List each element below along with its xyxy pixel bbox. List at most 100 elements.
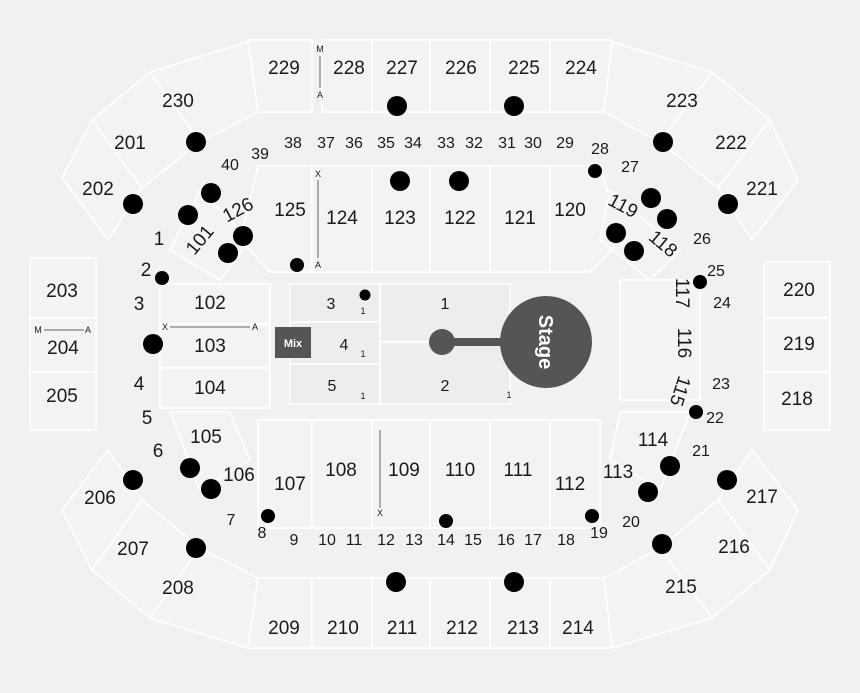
- box-19[interactable]: 19: [590, 525, 608, 542]
- section-218[interactable]: 218: [781, 389, 813, 410]
- section-114[interactable]: 114: [638, 430, 669, 451]
- box-34[interactable]: 34: [404, 135, 422, 152]
- section-214-shape[interactable]: [549, 577, 613, 649]
- floor-section-2[interactable]: 2: [441, 378, 450, 395]
- box-12[interactable]: 12: [377, 532, 395, 549]
- box-16[interactable]: 16: [497, 532, 515, 549]
- box-38[interactable]: 38: [284, 135, 302, 152]
- section-123[interactable]: 123: [384, 208, 416, 229]
- section-227[interactable]: 227: [386, 58, 418, 79]
- section-102[interactable]: 102: [194, 293, 226, 314]
- floor-section-3[interactable]: 3: [327, 296, 336, 313]
- box-39[interactable]: 39: [251, 146, 269, 163]
- box-30[interactable]: 30: [524, 135, 542, 152]
- box-5[interactable]: 5: [142, 408, 153, 429]
- section-117[interactable]: 117: [671, 278, 692, 308]
- box-26[interactable]: 26: [693, 231, 711, 248]
- section-114-shape[interactable]: [609, 411, 692, 492]
- section-122[interactable]: 122: [444, 208, 476, 229]
- section-229[interactable]: 229: [268, 58, 300, 79]
- box-24[interactable]: 24: [713, 295, 731, 312]
- box-17[interactable]: 17: [524, 532, 542, 549]
- box-9[interactable]: 9: [290, 532, 299, 549]
- box-6[interactable]: 6: [153, 441, 164, 462]
- section-107[interactable]: 107: [274, 474, 306, 495]
- box-2[interactable]: 2: [141, 260, 152, 281]
- section-206[interactable]: 206: [84, 488, 116, 509]
- section-221[interactable]: 221: [746, 179, 778, 200]
- box-27[interactable]: 27: [621, 159, 639, 176]
- section-104[interactable]: 104: [194, 378, 226, 399]
- section-103[interactable]: 103: [194, 336, 226, 357]
- box-33[interactable]: 33: [437, 135, 455, 152]
- section-225[interactable]: 225: [508, 58, 540, 79]
- box-22[interactable]: 22: [706, 410, 724, 427]
- section-218-shape[interactable]: [763, 371, 831, 431]
- section-116-shape[interactable]: [619, 279, 701, 401]
- section-124[interactable]: 124: [326, 208, 358, 229]
- box-23[interactable]: 23: [712, 376, 730, 393]
- section-110[interactable]: 110: [445, 460, 475, 481]
- section-105[interactable]: 105: [190, 427, 222, 448]
- box-40[interactable]: 40: [221, 157, 239, 174]
- box-4[interactable]: 4: [134, 374, 145, 395]
- box-28[interactable]: 28: [591, 141, 609, 158]
- section-125[interactable]: 125: [274, 200, 306, 221]
- section-215[interactable]: 215: [665, 577, 697, 598]
- section-222[interactable]: 222: [715, 133, 747, 154]
- section-205-shape[interactable]: [29, 371, 97, 431]
- section-209[interactable]: 209: [268, 618, 300, 639]
- box-14[interactable]: 14: [437, 532, 455, 549]
- section-106[interactable]: 106: [223, 465, 255, 486]
- section-214[interactable]: 214: [562, 618, 594, 639]
- section-202-shape[interactable]: [61, 118, 143, 242]
- box-29[interactable]: 29: [556, 135, 574, 152]
- box-25[interactable]: 25: [707, 263, 725, 280]
- section-112[interactable]: 112: [555, 474, 585, 495]
- box-31[interactable]: 31: [498, 135, 516, 152]
- section-211[interactable]: 211: [387, 618, 417, 639]
- section-120[interactable]: 120: [554, 200, 586, 221]
- section-219[interactable]: 219: [783, 334, 815, 355]
- box-37[interactable]: 37: [317, 135, 335, 152]
- box-15[interactable]: 15: [464, 532, 482, 549]
- section-205[interactable]: 205: [46, 386, 78, 407]
- box-36[interactable]: 36: [345, 135, 363, 152]
- section-212[interactable]: 212: [446, 618, 478, 639]
- section-112-shape[interactable]: [549, 419, 601, 529]
- section-210[interactable]: 210: [327, 618, 359, 639]
- section-221-shape[interactable]: [717, 118, 799, 242]
- section-104-shape[interactable]: [159, 367, 271, 409]
- section-111[interactable]: 111: [504, 460, 533, 481]
- floor-section-5[interactable]: 5: [328, 378, 337, 395]
- section-203[interactable]: 203: [46, 281, 78, 302]
- section-223[interactable]: 223: [666, 91, 698, 112]
- section-207[interactable]: 207: [117, 539, 149, 560]
- section-202[interactable]: 202: [82, 179, 114, 200]
- section-228[interactable]: 228: [333, 58, 365, 79]
- section-213[interactable]: 213: [507, 618, 539, 639]
- section-116[interactable]: 116: [673, 328, 694, 358]
- section-220[interactable]: 220: [783, 280, 815, 301]
- section-201[interactable]: 201: [114, 133, 146, 154]
- box-21[interactable]: 21: [692, 443, 710, 460]
- box-13[interactable]: 13: [405, 532, 423, 549]
- box-3[interactable]: 3: [134, 294, 145, 315]
- section-216[interactable]: 216: [718, 537, 750, 558]
- section-230[interactable]: 230: [162, 91, 194, 112]
- section-109[interactable]: 109: [388, 460, 420, 481]
- box-32[interactable]: 32: [465, 135, 483, 152]
- box-18[interactable]: 18: [557, 532, 575, 549]
- section-121[interactable]: 121: [504, 208, 536, 229]
- section-224[interactable]: 224: [565, 58, 597, 79]
- section-217[interactable]: 217: [746, 487, 778, 508]
- box-20[interactable]: 20: [622, 514, 640, 531]
- floor-section-4[interactable]: 4: [340, 337, 349, 354]
- box-10[interactable]: 10: [318, 532, 336, 549]
- box-35[interactable]: 35: [377, 135, 395, 152]
- box-1[interactable]: 1: [154, 229, 165, 250]
- section-113[interactable]: 113: [603, 462, 633, 483]
- floor-section-1[interactable]: 1: [441, 296, 450, 313]
- section-204[interactable]: 204: [47, 338, 79, 359]
- section-226[interactable]: 226: [445, 58, 477, 79]
